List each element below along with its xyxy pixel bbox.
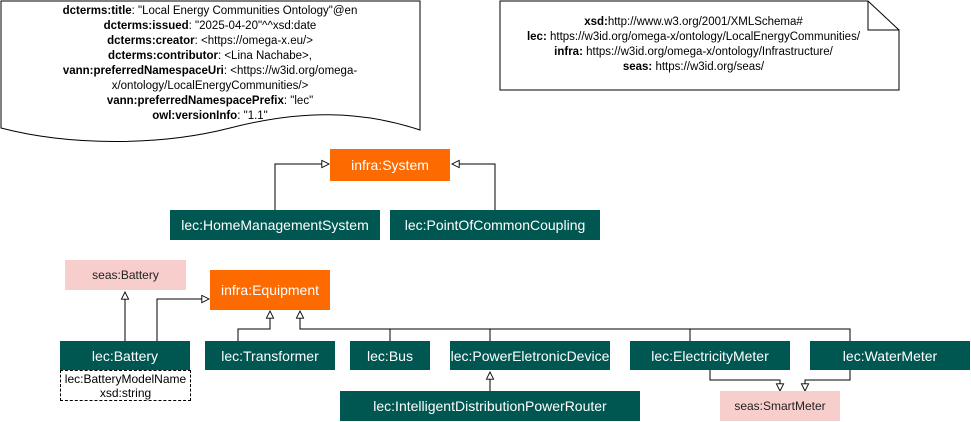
metadata-line: dcterms:creator: <https://omega-x.eu/> (107, 35, 313, 47)
battery-attribute-name: lec:BatteryModelName (64, 372, 187, 386)
metadata-note: dcterms:title: "Local Energy Communities… (30, 4, 390, 124)
class-lec-battery[interactable]: lec:Battery (60, 341, 190, 370)
edge-group-equipment (300, 311, 851, 341)
namespace-line: xsd:http://www.w3.org/2001/XMLSchema# (584, 16, 803, 28)
edge-pcc-system (452, 164, 496, 210)
class-seas-smart-meter[interactable]: seas:SmartMeter (720, 391, 840, 421)
battery-attribute-type: xsd:string (99, 386, 152, 400)
namespace-note: xsd:http://www.w3.org/2001/XMLSchema# le… (502, 15, 885, 75)
edge-em-smartmeter (709, 370, 780, 391)
metadata-note-shape (0, 0, 421, 142)
class-infra-system[interactable]: infra:System (330, 149, 450, 181)
namespace-line: lec: https://w3id.org/omega-x/ontology/L… (526, 31, 861, 43)
namespace-note-shape (499, 0, 900, 91)
metadata-line: dcterms:contributor: <Lina Nachabe>, (108, 50, 312, 62)
class-point-of-common-coupling[interactable]: lec:PointOfCommonCoupling (390, 210, 600, 240)
battery-attribute-box[interactable]: lec:BatteryModelName xsd:string (60, 370, 191, 401)
class-seas-battery[interactable]: seas:Battery (65, 260, 186, 290)
class-intelligent-distribution-power-router[interactable]: lec:IntelligentDistributionPowerRouter (340, 391, 640, 421)
class-bus[interactable]: lec:Bus (350, 341, 430, 370)
namespace-line: seas: https://w3id.org/seas/ (622, 61, 765, 73)
metadata-line: owl:versionInfo: "1.1" (152, 110, 268, 122)
metadata-line: vann:preferredNamespaceUri: <https://w3i… (62, 65, 358, 92)
edge-wm-smartmeter (805, 370, 851, 391)
metadata-line: dcterms:title: "Local Energy Communities… (62, 5, 358, 17)
edge-battery-equipment (156, 299, 209, 341)
class-infra-equipment[interactable]: infra:Equipment (210, 270, 330, 310)
class-electricity-meter[interactable]: lec:ElectricityMeter (630, 341, 790, 370)
edge-transformer-equipment (237, 311, 270, 341)
metadata-line: dcterms:issued: "2025-04-20"^^xsd:date (103, 20, 317, 32)
edge-hms-system (274, 164, 329, 210)
namespace-note-fold (867, 1, 899, 31)
class-water-meter[interactable]: lec:WaterMeter (810, 341, 970, 370)
class-power-electronic-device[interactable]: lec:PowerEletronicDevice (450, 341, 610, 370)
metadata-line: vann:preferredNamespacePrefix: "lec" (106, 95, 314, 107)
class-home-management-system[interactable]: lec:HomeManagementSystem (170, 210, 380, 240)
class-transformer[interactable]: lec:Transformer (205, 341, 335, 370)
namespace-line: infra: https://w3id.org/omega-x/ontology… (554, 46, 833, 58)
